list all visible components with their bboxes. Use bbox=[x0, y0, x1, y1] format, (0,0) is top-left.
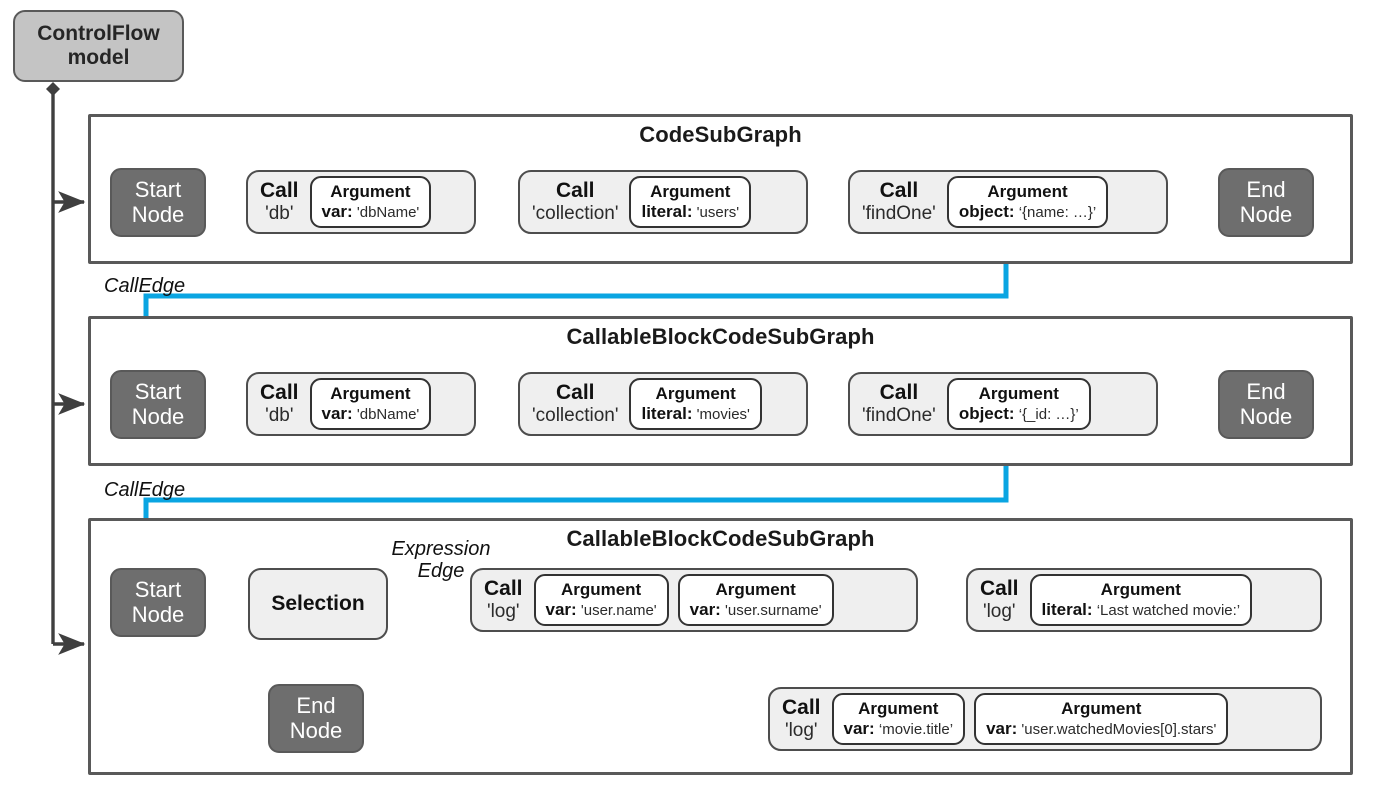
argument-node-2-2-1[interactable]: Argument var: 'user.surname' bbox=[677, 574, 834, 626]
start-node-label-line2: Node bbox=[131, 601, 185, 627]
call-node-0-3[interactable]: Call 'findOne' Argument object: ‘{name: … bbox=[848, 170, 1168, 234]
call-node-2-3[interactable]: Call 'log' Argument literal: ‘Last watch… bbox=[966, 568, 1322, 632]
end-node-0[interactable]: End Node bbox=[1218, 168, 1314, 237]
arg-key: object: bbox=[958, 202, 1015, 222]
argument-node-2-2-0[interactable]: Argument var: 'user.name' bbox=[533, 574, 669, 626]
call-edge-label-2: CallEdge bbox=[104, 479, 186, 501]
arg-value: 'users' bbox=[696, 204, 740, 222]
start-node-label-line1: Start bbox=[134, 576, 182, 602]
call-node-2-3-label: Call 'log' bbox=[980, 576, 1019, 622]
composition-diamond bbox=[46, 82, 60, 96]
call-node-1-1[interactable]: Call 'db' Argument var: 'dbName' bbox=[246, 372, 476, 436]
call-node-0-2-label: Call 'collection' bbox=[532, 178, 619, 224]
arg-value: 'dbName' bbox=[356, 406, 420, 424]
call-node-0-3-label: Call 'findOne' bbox=[862, 178, 936, 224]
end-node-1[interactable]: End Node bbox=[1218, 370, 1314, 439]
argument-node-2-4-1[interactable]: Argument var: 'user.watchedMovies[0].sta… bbox=[974, 693, 1229, 745]
end-node-label-line1: End bbox=[1246, 176, 1286, 202]
start-node-label-line2: Node bbox=[131, 403, 185, 429]
start-node-label-line2: Node bbox=[131, 201, 185, 227]
arg-value: ‘Last watched movie:’ bbox=[1096, 602, 1241, 620]
arg-key: object: bbox=[958, 404, 1015, 424]
call-node-0-1[interactable]: Call 'db' Argument var: 'dbName' bbox=[246, 170, 476, 234]
argument-node-0-3-0[interactable]: Argument object: ‘{name: …}’ bbox=[946, 176, 1109, 228]
end-node-label-line1: End bbox=[296, 692, 336, 718]
argument-node-2-4-0[interactable]: Argument var: ‘movie.title’ bbox=[831, 693, 966, 745]
arg-key: literal: bbox=[1041, 600, 1093, 620]
arg-key: var: bbox=[545, 600, 577, 620]
argument-node-0-2-0[interactable]: Argument literal: 'users' bbox=[629, 176, 752, 228]
call-node-2-2[interactable]: Call 'log' Argument var: 'user.name' Arg… bbox=[470, 568, 918, 632]
end-node-label-line2: Node bbox=[1239, 201, 1293, 227]
arg-key: var: bbox=[321, 202, 353, 222]
arg-value: ‘movie.title’ bbox=[878, 721, 954, 739]
controlflow-model-node[interactable]: ControlFlow model bbox=[13, 10, 184, 82]
arg-key: literal: bbox=[641, 404, 693, 424]
start-node-label-line1: Start bbox=[134, 176, 182, 202]
end-node-2[interactable]: End Node bbox=[268, 684, 364, 753]
start-node-0[interactable]: Start Node bbox=[110, 168, 206, 237]
start-node-1[interactable]: Start Node bbox=[110, 370, 206, 439]
arg-value: ‘{name: …}’ bbox=[1018, 204, 1097, 222]
call-node-2-4[interactable]: Call 'log' Argument var: ‘movie.title’ A… bbox=[768, 687, 1322, 751]
call-node-2-4-label: Call 'log' bbox=[782, 695, 821, 741]
arg-key: var: bbox=[986, 719, 1018, 739]
composition-edge-group bbox=[46, 82, 86, 655]
arg-value: 'user.name' bbox=[580, 602, 657, 620]
call-node-0-2[interactable]: Call 'collection' Argument literal: 'use… bbox=[518, 170, 808, 234]
selection-node[interactable]: Selection bbox=[248, 568, 388, 640]
expression-edge-label-line2: Edge bbox=[417, 560, 465, 583]
subgraph-title-2: CallableBlockCodeSubGraph bbox=[566, 526, 875, 551]
model-label-line2: model bbox=[67, 46, 130, 69]
arg-key: var: bbox=[321, 404, 353, 424]
argument-node-1-1-0[interactable]: Argument var: 'dbName' bbox=[309, 378, 432, 430]
call-node-1-2[interactable]: Call 'collection' Argument literal: 'mov… bbox=[518, 372, 808, 436]
subgraph-title-1: CallableBlockCodeSubGraph bbox=[566, 324, 875, 349]
call-node-1-3[interactable]: Call 'findOne' Argument object: ‘{_id: …… bbox=[848, 372, 1158, 436]
call-node-1-2-label: Call 'collection' bbox=[532, 380, 619, 426]
arg-value: 'user.surname' bbox=[725, 602, 822, 620]
call-node-0-1-label: Call 'db' bbox=[260, 178, 299, 224]
call-node-1-3-label: Call 'findOne' bbox=[862, 380, 936, 426]
call-edge-label-1: CallEdge bbox=[104, 275, 186, 297]
arg-key: literal: bbox=[641, 202, 693, 222]
model-label-line1: ControlFlow bbox=[37, 21, 160, 45]
arg-value: 'user.watchedMovies[0].stars' bbox=[1021, 721, 1217, 739]
end-node-label-line1: End bbox=[1246, 378, 1286, 404]
call-node-1-1-label: Call 'db' bbox=[260, 380, 299, 426]
arg-key: var: bbox=[689, 600, 721, 620]
argument-node-1-3-0[interactable]: Argument object: ‘{_id: …}’ bbox=[946, 378, 1091, 430]
argument-node-0-1-0[interactable]: Argument var: 'dbName' bbox=[309, 176, 432, 228]
arg-value: 'dbName' bbox=[356, 204, 420, 222]
arg-value: ‘{_id: …}’ bbox=[1018, 406, 1079, 424]
expression-edge-label-line1: Expression bbox=[391, 538, 491, 560]
subgraph-title-0: CodeSubGraph bbox=[639, 122, 802, 147]
argument-node-2-3-0[interactable]: Argument literal: ‘Last watched movie:’ bbox=[1029, 574, 1253, 626]
end-node-label-line2: Node bbox=[1239, 403, 1293, 429]
start-node-2[interactable]: Start Node bbox=[110, 568, 206, 637]
selection-node-label: Selection bbox=[271, 592, 365, 615]
arg-key: var: bbox=[843, 719, 875, 739]
end-node-label-line2: Node bbox=[289, 717, 343, 743]
start-node-label-line1: Start bbox=[134, 378, 182, 404]
call-node-2-2-label: Call 'log' bbox=[484, 576, 523, 622]
arg-value: 'movies' bbox=[696, 406, 750, 424]
argument-node-1-2-0[interactable]: Argument literal: 'movies' bbox=[629, 378, 762, 430]
